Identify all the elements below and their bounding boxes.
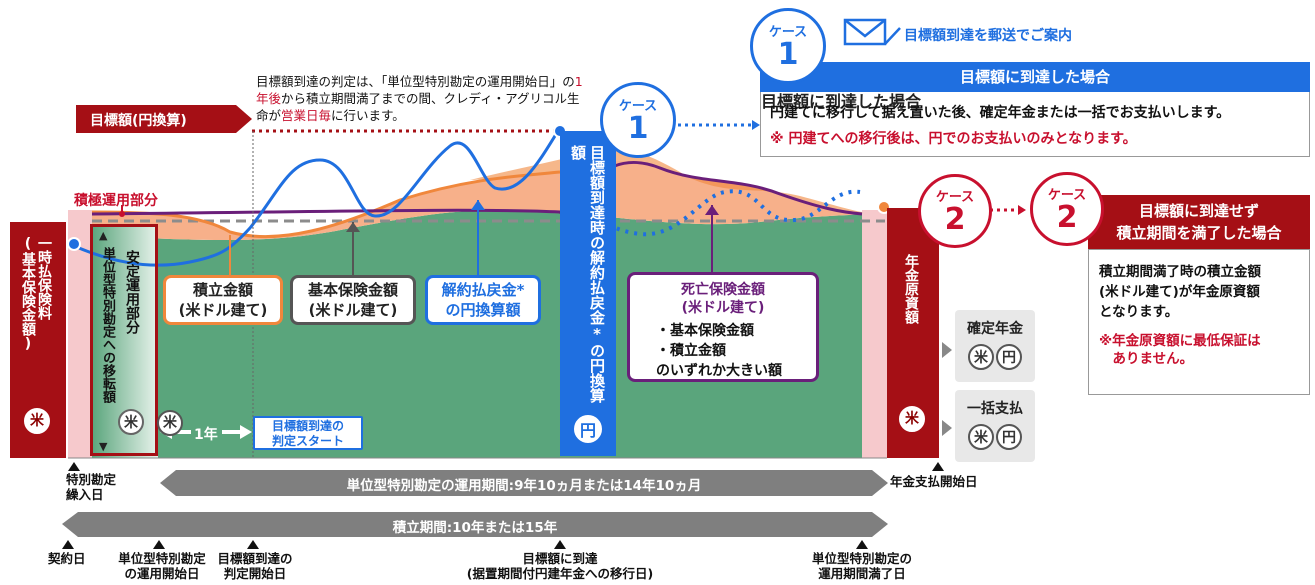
mail-icon xyxy=(843,18,901,46)
label-nenkin: 年金支払開始日 xyxy=(890,474,978,489)
note-highlight-1year: 1年後 xyxy=(256,74,583,106)
transfer-arrow-down-icon: ▼ xyxy=(99,440,108,453)
mail-notice-label: 目標額到達を郵送でご案内 xyxy=(904,28,1072,44)
tick-manryo xyxy=(856,540,868,549)
usd-coin-icon: 米 xyxy=(968,344,994,370)
post-period-area xyxy=(862,210,887,458)
case1-body: 円建てに移行して据え置いた後、確定年金または一括でお支払いします。 xyxy=(770,105,1231,121)
case1-note: ※ 円建てへの移行後は、円でのお支払いのみとなります。 xyxy=(770,131,1137,147)
usd-coin-icon: 米 xyxy=(157,410,183,436)
label-toutatsu: 目標額に到達 (据置期間付円建年金への移行日) xyxy=(466,551,654,581)
label-keiyaku: 契約日 xyxy=(48,551,86,566)
surrender-value-line xyxy=(71,130,560,267)
tick-toutatsu xyxy=(554,540,566,549)
yen-coin-icon: 円 xyxy=(996,344,1022,370)
target-reach-label: 目標額到達時の解約払戻金*の円換算額 xyxy=(569,145,606,403)
case1-circle: ケース 1 xyxy=(600,82,676,158)
fixed-annuity-box: 確定年金 米 円 xyxy=(955,310,1035,382)
op-period-bar xyxy=(160,470,888,496)
case2-panel: 積立期間満了時の積立金額 (米ドル建て)が年金原資額 となります。 ※年金原資額… xyxy=(1088,249,1310,395)
accumulated-line xyxy=(91,170,561,239)
lump-sum-label: 一括支払 xyxy=(967,401,1023,417)
surrender-start-dot xyxy=(67,237,81,251)
lump-sum-box: 一括支払 米 円 xyxy=(955,390,1035,462)
judge-start-badge: 目標額到達の 判定スタート xyxy=(253,416,363,450)
case1-title-bar: 目標額に到達した場合 xyxy=(760,62,1310,92)
one-year-arrow-right xyxy=(240,425,252,439)
acc-period-bar xyxy=(62,512,888,537)
case2-title-bar: 目標額に到達せず 積立期間を満了した場合 xyxy=(1088,195,1310,249)
base-amount-box: 基本保険金額 (米ドル建て) xyxy=(290,275,416,325)
accumulated-amount-box: 積立金額 (米ドル建て) xyxy=(163,275,283,325)
usd-coin-icon: 米 xyxy=(899,406,925,432)
label-unyo-start: 単位型特別勘定 の運用開始日 xyxy=(118,551,206,581)
one-year-label: 1年 xyxy=(194,427,218,443)
case2-header-circle: ケース 2 xyxy=(1030,172,1104,246)
case2-body: 積立期間満了時の積立金額 (米ドル建て)が年金原資額 となります。 xyxy=(1099,264,1261,320)
transfer-arrow-up-icon: ▲ xyxy=(99,229,108,242)
death-benefit-body: ・基本保険金額 ・積立金額 のいずれか大きい額 xyxy=(656,323,782,379)
label-hantei: 目標額到達の 判定開始日 xyxy=(217,551,293,581)
tick-keiyaku xyxy=(62,540,74,549)
case2-circle: ケース 2 xyxy=(918,174,992,248)
op-period-label: 単位型特別勘定の運用期間:9年10ヵ月または14年10ヵ月 xyxy=(346,478,702,494)
aggressive-label: 積極運用部分 xyxy=(74,193,158,209)
usd-coin-icon: 米 xyxy=(24,408,50,434)
judgment-note: 目標額到達の判定は、「単位型特別勘定の運用開始日」の1年後から積立期間満了までの… xyxy=(256,74,583,123)
usd-coin-icon: 米 xyxy=(118,409,144,435)
fixed-annuity-label: 確定年金 xyxy=(967,321,1023,337)
yen-coin-icon: 円 xyxy=(574,415,602,443)
stable-label: 安定運用部分 xyxy=(124,250,140,334)
death-benefit-box: 死亡保険金額 (米ドル建て) ・基本保険金額 ・積立金額 のいずれか大きい額 xyxy=(627,272,819,382)
death-benefit-title: 死亡保険金額 (米ドル建て) xyxy=(681,282,765,316)
lump-premium-bar: 一時払保険料 (基本保険金額) 米 xyxy=(10,222,66,458)
acc-period-label: 積立期間:10年または15年 xyxy=(392,520,558,536)
surrender-value-box: 解約払戻金* の円換算額 xyxy=(425,275,541,325)
usd-coin-icon: 米 xyxy=(968,424,994,450)
target-label: 目標額(円換算) xyxy=(90,113,187,129)
death-benefit-line xyxy=(91,208,561,216)
target-reach-bar: 目標額到達時の解約払戻金*の円換算額 円 xyxy=(560,131,616,456)
label-manryo: 単位型特別勘定の 運用期間満了日 xyxy=(811,551,912,581)
lump-premium-label: 一時払保険料 (基本保険金額) xyxy=(20,236,52,352)
pension-fund-bar: 年金原資額 米 xyxy=(887,208,939,458)
target-band xyxy=(76,105,252,133)
transfer-amount-frame xyxy=(90,224,158,456)
transfer-label: 単位型特別勘定への移転額 xyxy=(100,247,115,403)
case2-note: ※年金原資額に最低保証は ありません。 xyxy=(1099,333,1261,367)
tick-nenkin xyxy=(932,462,944,471)
tick-hantei xyxy=(247,540,259,549)
label-tokubetsu: 特別勘定 繰入日 xyxy=(66,472,117,502)
pension-fund-label: 年金原資額 xyxy=(903,254,919,324)
note-highlight-daily: 営業日毎 xyxy=(281,108,332,123)
tick-unyo-start xyxy=(153,540,165,549)
safe-asset-area xyxy=(92,209,862,458)
case1-header-circle: ケース 1 xyxy=(750,8,826,84)
tick-tokubetsu xyxy=(68,462,80,471)
yen-coin-icon: 円 xyxy=(996,424,1022,450)
